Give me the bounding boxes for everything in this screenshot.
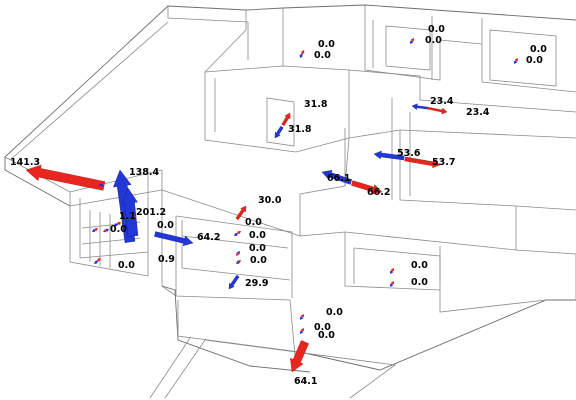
flow-indicator-tick bbox=[300, 314, 304, 318]
flow-indicator-tick bbox=[234, 232, 238, 236]
flow-value-label: 0.9 bbox=[158, 254, 175, 265]
flow-arrow-blue bbox=[274, 125, 284, 139]
flow-value-label: 23.4 bbox=[430, 96, 454, 107]
flow-value-label: 53.7 bbox=[432, 157, 455, 168]
flow-value-label: 138.4 bbox=[129, 167, 159, 178]
flow-value-label: 31.8 bbox=[288, 124, 312, 135]
flow-indicator-tick bbox=[300, 316, 304, 320]
flow-value-label: 0.0 bbox=[314, 322, 331, 333]
flow-indicator-tick bbox=[96, 258, 101, 262]
flow-indicator-tick bbox=[410, 38, 414, 42]
flow-arrow-red bbox=[281, 112, 291, 127]
flow-indicator-tick bbox=[237, 260, 241, 264]
flow-arrow-blue bbox=[121, 187, 139, 237]
flow-indicator-tick bbox=[94, 228, 98, 232]
flow-value-label: 0.0 bbox=[411, 260, 428, 271]
building-wireframe bbox=[4, 4, 576, 399]
flow-value-label: 0.0 bbox=[428, 24, 445, 35]
flow-arrow-red bbox=[25, 164, 106, 191]
flow-arrow-blue bbox=[154, 231, 194, 247]
flow-value-label: 0.0 bbox=[526, 55, 543, 66]
flow-value-label: 0.0 bbox=[249, 230, 266, 241]
flow-value-label: 66.1 bbox=[327, 173, 350, 184]
flow-value-label: 0.0 bbox=[314, 50, 331, 61]
flow-indicator-tick bbox=[237, 231, 241, 235]
flow-indicator-tick bbox=[132, 215, 136, 219]
flow-value-label: 0.0 bbox=[318, 330, 335, 341]
flow-indicator-tick bbox=[410, 40, 414, 44]
flow-value-label: 64.2 bbox=[197, 232, 220, 243]
flow-indicator-tick bbox=[390, 268, 394, 272]
flow-value-label: 0.0 bbox=[530, 44, 547, 55]
flow-value-label: 0.0 bbox=[326, 307, 343, 318]
flow-value-label: 0.0 bbox=[411, 277, 428, 288]
flow-indicator-tick bbox=[114, 222, 118, 227]
flow-arrow-red bbox=[426, 106, 448, 115]
flow-indicator-tick bbox=[299, 53, 303, 58]
flow-indicator-tick bbox=[514, 60, 518, 64]
flow-value-label: 201.2 bbox=[136, 207, 166, 218]
flow-value-label: 0.0 bbox=[157, 220, 174, 231]
flow-value-label: 31.8 bbox=[304, 99, 328, 110]
flow-indicator-tick bbox=[300, 330, 304, 334]
flow-indicator-tick bbox=[117, 221, 121, 226]
flow-value-label: 0.0 bbox=[110, 224, 127, 235]
flow-value-label: 66.2 bbox=[367, 187, 390, 198]
flow-indicator-tick bbox=[130, 216, 134, 220]
flow-indicator-tick bbox=[301, 50, 305, 55]
flow-value-label: 29.9 bbox=[245, 278, 268, 289]
flow-arrow-red bbox=[351, 180, 383, 195]
flow-arrow-blue bbox=[321, 169, 353, 185]
flow-labels: 0.00.00.00.00.00.031.831.823.423.4141.31… bbox=[10, 24, 547, 387]
flow-arrows bbox=[25, 38, 518, 373]
flow-arrow-red bbox=[235, 205, 247, 221]
flow-indicator-tick bbox=[92, 228, 96, 232]
flow-arrow-red bbox=[404, 156, 441, 169]
flow-indicator-tick bbox=[105, 228, 109, 232]
flow-value-label: 53.6 bbox=[397, 148, 421, 159]
flow-indicator-tick bbox=[236, 252, 240, 256]
flow-value-label: 0.0 bbox=[245, 217, 262, 228]
flow-indicator-tick bbox=[103, 229, 107, 233]
flow-indicator-tick bbox=[390, 283, 394, 287]
flow-value-label: 141.3 bbox=[10, 157, 40, 168]
flow-indicator-tick bbox=[236, 251, 240, 255]
flow-arrow-red bbox=[290, 340, 309, 373]
flow-indicator-tick bbox=[514, 58, 518, 62]
flow-indicator-tick bbox=[94, 260, 99, 264]
flow-value-label: 0.0 bbox=[318, 39, 335, 50]
flow-value-label: 0.0 bbox=[249, 243, 266, 254]
flow-value-label: 64.1 bbox=[294, 376, 317, 387]
flow-value-label: 1.1 bbox=[119, 211, 136, 222]
flow-indicator-tick bbox=[390, 281, 394, 285]
flow-arrow-blue bbox=[411, 103, 428, 110]
flow-indicator-tick bbox=[300, 328, 304, 332]
flow-value-label: 0.0 bbox=[118, 260, 135, 271]
flow-value-label: 23.4 bbox=[466, 107, 490, 118]
flow-indicator-tick bbox=[98, 183, 104, 187]
flow-indicator-tick bbox=[94, 182, 100, 186]
flow-value-label: 0.0 bbox=[425, 35, 442, 46]
flow-arrow-blue bbox=[373, 150, 405, 161]
flow-value-label: 0.0 bbox=[250, 255, 267, 266]
flow-indicator-tick bbox=[236, 260, 240, 264]
flow-value-label: 30.0 bbox=[258, 195, 282, 206]
flow-indicator-tick bbox=[390, 270, 394, 274]
flow-arrow-blue bbox=[228, 274, 240, 290]
